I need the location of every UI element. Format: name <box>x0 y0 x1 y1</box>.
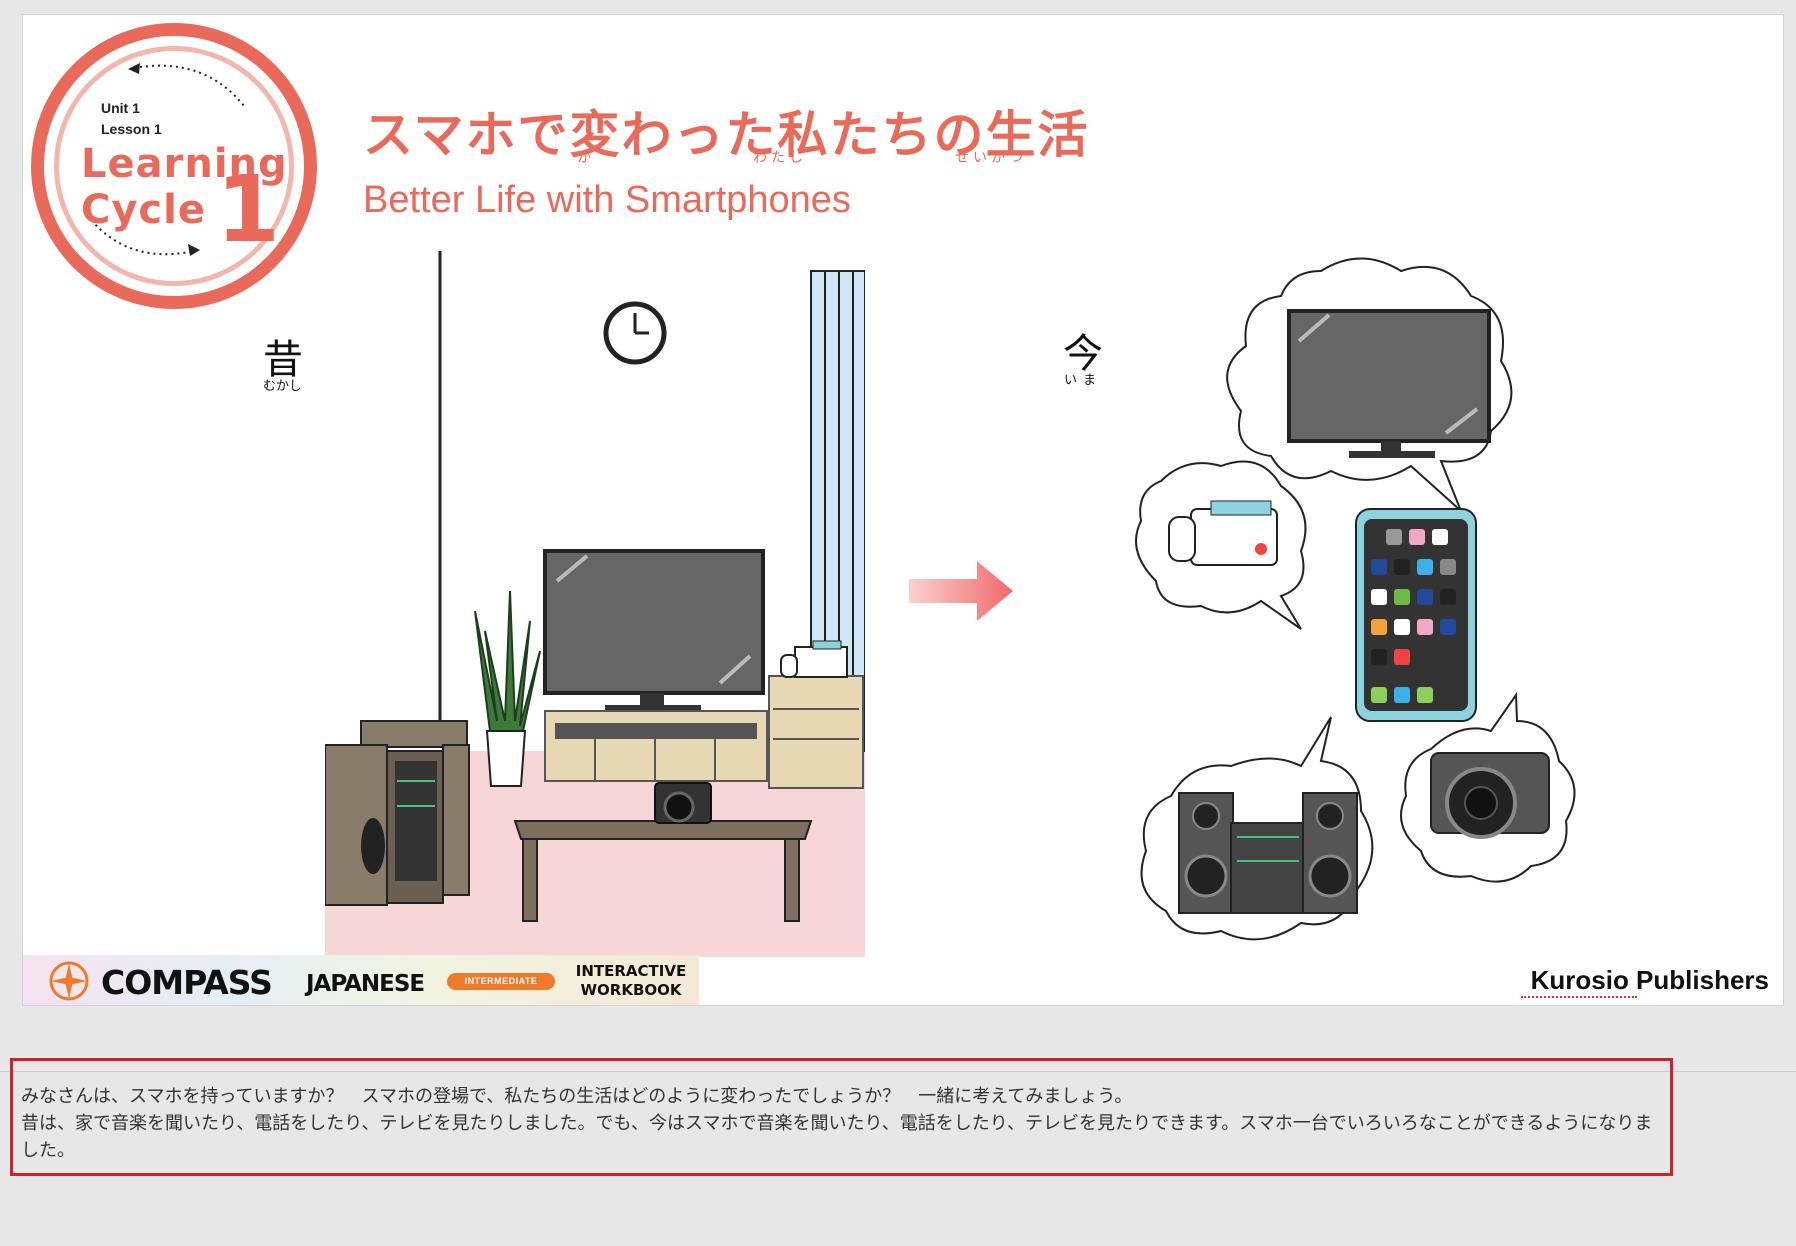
tv-stand <box>544 710 768 782</box>
badge-line2: Cycle <box>81 187 206 233</box>
television-icon <box>543 549 765 712</box>
notes-separator <box>0 1071 1796 1072</box>
living-room-illustration <box>325 251 865 957</box>
banner-workbook: INTERACTIVE WORKBOOK <box>575 962 687 999</box>
badge-lesson: Lesson 1 <box>101 121 162 137</box>
landline-phone-icon <box>780 640 848 678</box>
badge-line1: Learning <box>81 141 288 187</box>
compass-banner: COMPASS JAPANESE INTERMEDIATE INTERACTIV… <box>23 955 699 1005</box>
wall-clock-icon <box>603 301 667 365</box>
title-japanese: スマホで変わった私たちの生活 <box>363 106 1090 164</box>
thought-bubble-stereo <box>1140 716 1374 941</box>
coffee-table <box>513 820 813 922</box>
smartphone-illustration <box>1135 257 1576 941</box>
thought-bubble-camera <box>1400 691 1576 883</box>
drawer-chest <box>768 675 864 789</box>
stereo-icon <box>325 720 470 906</box>
banner-level-badge: INTERMEDIATE <box>447 973 555 990</box>
label-now: 今 <box>1063 331 1103 377</box>
badge-inner-ring <box>54 46 294 286</box>
learning-cycle-badge: Unit 1 Lesson 1 Learning Cycle 1 <box>31 23 317 309</box>
cycle-arrows-icon <box>83 63 245 256</box>
thought-bubble-tv <box>1226 257 1513 512</box>
ruby-now: いま <box>1064 373 1103 388</box>
thought-bubble-phone <box>1135 460 1307 630</box>
notes-line-1: みなさんは、スマホを持っていますか？ スマホの登場で、私たちの生活はどのように変… <box>21 1086 1133 1107</box>
slide-canvas[interactable]: Unit 1 Lesson 1 Learning Cycle 1 スマホで変わっ… <box>22 14 1784 1006</box>
badge-unit-lesson: Unit 1 Lesson 1 <box>101 98 162 140</box>
speaker-notes-pane[interactable]: みなさんは、スマホを持っていますか？ スマホの登場で、私たちの生活はどのように変… <box>10 1058 1673 1176</box>
badge-learning-cycle: Learning Cycle <box>81 141 288 233</box>
notes-line-2: 昔は、家で音楽を聞いたり、電話をしたり、テレビを見たりしました。でも、今はスマホ… <box>21 1113 1653 1161</box>
potted-plant <box>474 590 541 787</box>
banner-japanese: JAPANESE <box>306 971 425 997</box>
arrow-right-icon <box>909 561 1013 621</box>
ruby-watashi: わたし <box>753 150 807 166</box>
smartphone-icon <box>1355 508 1477 722</box>
label-past: 昔 <box>263 337 303 383</box>
badge-number: 1 <box>216 156 281 263</box>
ruby-past: むかし <box>263 379 303 394</box>
ruby-ka: か <box>577 150 595 166</box>
title-english: Better Life with Smartphones <box>363 179 851 221</box>
ruby-seikatsu: せいかつ <box>955 150 1027 166</box>
camera-icon <box>654 782 712 824</box>
spellcheck-underline <box>1521 995 1637 998</box>
compass-logo-icon <box>49 961 89 1001</box>
badge-unit: Unit 1 <box>101 100 140 116</box>
publisher-name: Kurosio Publishers <box>1530 965 1769 995</box>
banner-compass: COMPASS <box>101 963 273 1002</box>
